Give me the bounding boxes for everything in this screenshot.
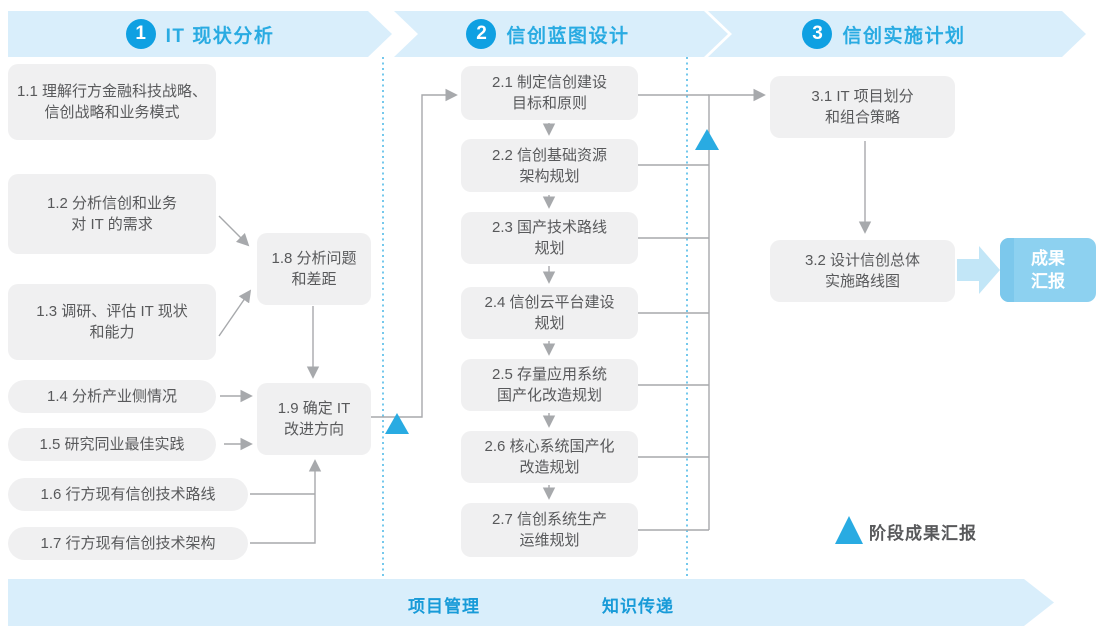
arrow-1-3-to-1-8 [218, 289, 252, 337]
box-1-7: 1.7 行方现有信创技术架构 [8, 527, 248, 560]
box-2-5-line2: 国产化改造规划 [496, 387, 602, 404]
box-2-5-line1: 2.5 存量应用系统 [491, 366, 608, 383]
box-3-1-line2: 和组合策略 [824, 109, 900, 126]
box-1-6-line1: 1.6 行方现有信创技术路线 [40, 486, 216, 503]
box-2-5: 2.5 存量应用系统 国产化改造规划 [461, 359, 638, 411]
box-1-8: 1.8 分析问题 和差距 [257, 233, 371, 305]
box-2-6-line2: 改造规划 [519, 459, 580, 476]
box-1-9: 1.9 确定 IT 改进方向 [257, 383, 371, 455]
box-2-6-line1: 2.6 核心系统国产化 [484, 438, 615, 455]
box-1-4: 1.4 分析产业侧情况 [8, 380, 216, 413]
box-3-1: 3.1 IT 项目划分 和组合策略 [770, 76, 955, 138]
box-1-2-line2: 对 IT 的需求 [71, 216, 153, 233]
box-2-3-line2: 规划 [534, 240, 565, 257]
box-2-2-line2: 架构规划 [519, 167, 580, 185]
box-1-1: 1.1 理解行方金融科技战略、 信创战略和业务模式 [8, 64, 216, 140]
result-line1: 成果 [1031, 249, 1065, 268]
box-2-7: 2.7 信创系统生产 运维规划 [461, 503, 638, 557]
box-2-2: 2.2 信创基础资源 架构规划 [461, 139, 638, 192]
box-1-1-line2: 信创战略和业务模式 [44, 104, 180, 121]
box-3-2-line1: 3.2 设计信创总体 [804, 252, 921, 269]
box-1-5-line1: 1.5 研究同业最佳实践 [39, 436, 185, 453]
box-1-6: 1.6 行方现有信创技术路线 [8, 478, 248, 511]
phase-header-1: 1 IT 现状分析 [8, 11, 392, 57]
result-arrow-icon [957, 246, 1000, 294]
box-2-7-line1: 2.7 信创系统生产 [491, 511, 608, 528]
box-1-2: 1.2 分析信创和业务 对 IT 的需求 [8, 174, 216, 254]
footer-item-knowledge-transfer: 知识传递 [602, 597, 674, 616]
box-2-1: 2.1 制定信创建设 目标和原则 [461, 66, 638, 120]
box-1-3-line2: 和能力 [89, 324, 135, 341]
milestone-triangle-phase2-icon [695, 129, 719, 150]
box-1-9-line2: 改进方向 [283, 421, 344, 438]
box-1-1-line1: 1.1 理解行方金融科技战略、 [16, 83, 208, 100]
legend-triangle-icon [835, 516, 863, 544]
box-1-8-line1: 1.8 分析问题 [271, 250, 357, 267]
box-1-7-line1: 1.7 行方现有信创技术架构 [40, 535, 216, 552]
result-line2: 汇报 [1031, 272, 1065, 291]
box-1-2-line1: 1.2 分析信创和业务 [46, 195, 178, 212]
result-report-box: 成果 汇报 [1000, 238, 1096, 302]
footer-item-project-management: 项目管理 [408, 597, 480, 616]
milestone-triangle-phase1-icon [385, 413, 409, 434]
arrow-1-9-to-2-1 [371, 88, 458, 418]
box-1-5: 1.5 研究同业最佳实践 [8, 428, 216, 461]
box-2-4-line1: 2.4 信创云平台建设 [484, 294, 615, 311]
arrow-collector-to-3-1 [708, 88, 766, 530]
phase-2-number-badge: 2 [466, 19, 496, 49]
box-1-9-line1: 1.9 确定 IT [277, 400, 351, 417]
box-1-3: 1.3 调研、评估 IT 现状 和能力 [8, 284, 216, 360]
box-1-4-line1: 1.4 分析产业侧情况 [46, 388, 178, 405]
box-3-2: 3.2 设计信创总体 实施路线图 [770, 240, 955, 302]
phase-3-title: 信创实施计划 [842, 25, 966, 47]
box-1-3-line1: 1.3 调研、评估 IT 现状 [36, 303, 188, 320]
phase-3-number-badge: 3 [802, 19, 832, 49]
box-3-2-line2: 实施路线图 [824, 273, 900, 290]
box-2-7-line2: 运维规划 [519, 532, 580, 549]
phase-header-3: 3 信创实施计划 [708, 11, 1086, 57]
arrow-1-6-1-7-to-1-9 [250, 459, 322, 544]
phase-header-2: 2 信创蓝图设计 [394, 11, 728, 57]
phase-2-title: 信创蓝图设计 [506, 25, 630, 47]
box-2-4: 2.4 信创云平台建设 规划 [461, 287, 638, 339]
arrow-1-2-to-1-8 [218, 215, 250, 247]
box-2-3-line1: 2.3 国产技术路线 [491, 219, 608, 236]
footer-band: 项目管理 知识传递 [8, 579, 1054, 626]
box-2-1-line1: 2.1 制定信创建设 [491, 74, 608, 91]
box-2-3: 2.3 国产技术路线 规划 [461, 212, 638, 264]
box-2-2-line1: 2.2 信创基础资源 [491, 146, 608, 164]
box-1-8-line2: 和差距 [291, 271, 337, 288]
box-2-1-line2: 目标和原则 [511, 95, 587, 112]
box-2-6: 2.6 核心系统国产化 改造规划 [461, 431, 638, 483]
phase-1-title: IT 现状分析 [165, 25, 275, 47]
phase-1-number-badge: 1 [126, 19, 156, 49]
legend-label: 阶段成果汇报 [869, 524, 977, 543]
box-3-1-line1: 3.1 IT 项目划分 [811, 88, 914, 105]
box-2-4-line2: 规划 [534, 315, 565, 332]
